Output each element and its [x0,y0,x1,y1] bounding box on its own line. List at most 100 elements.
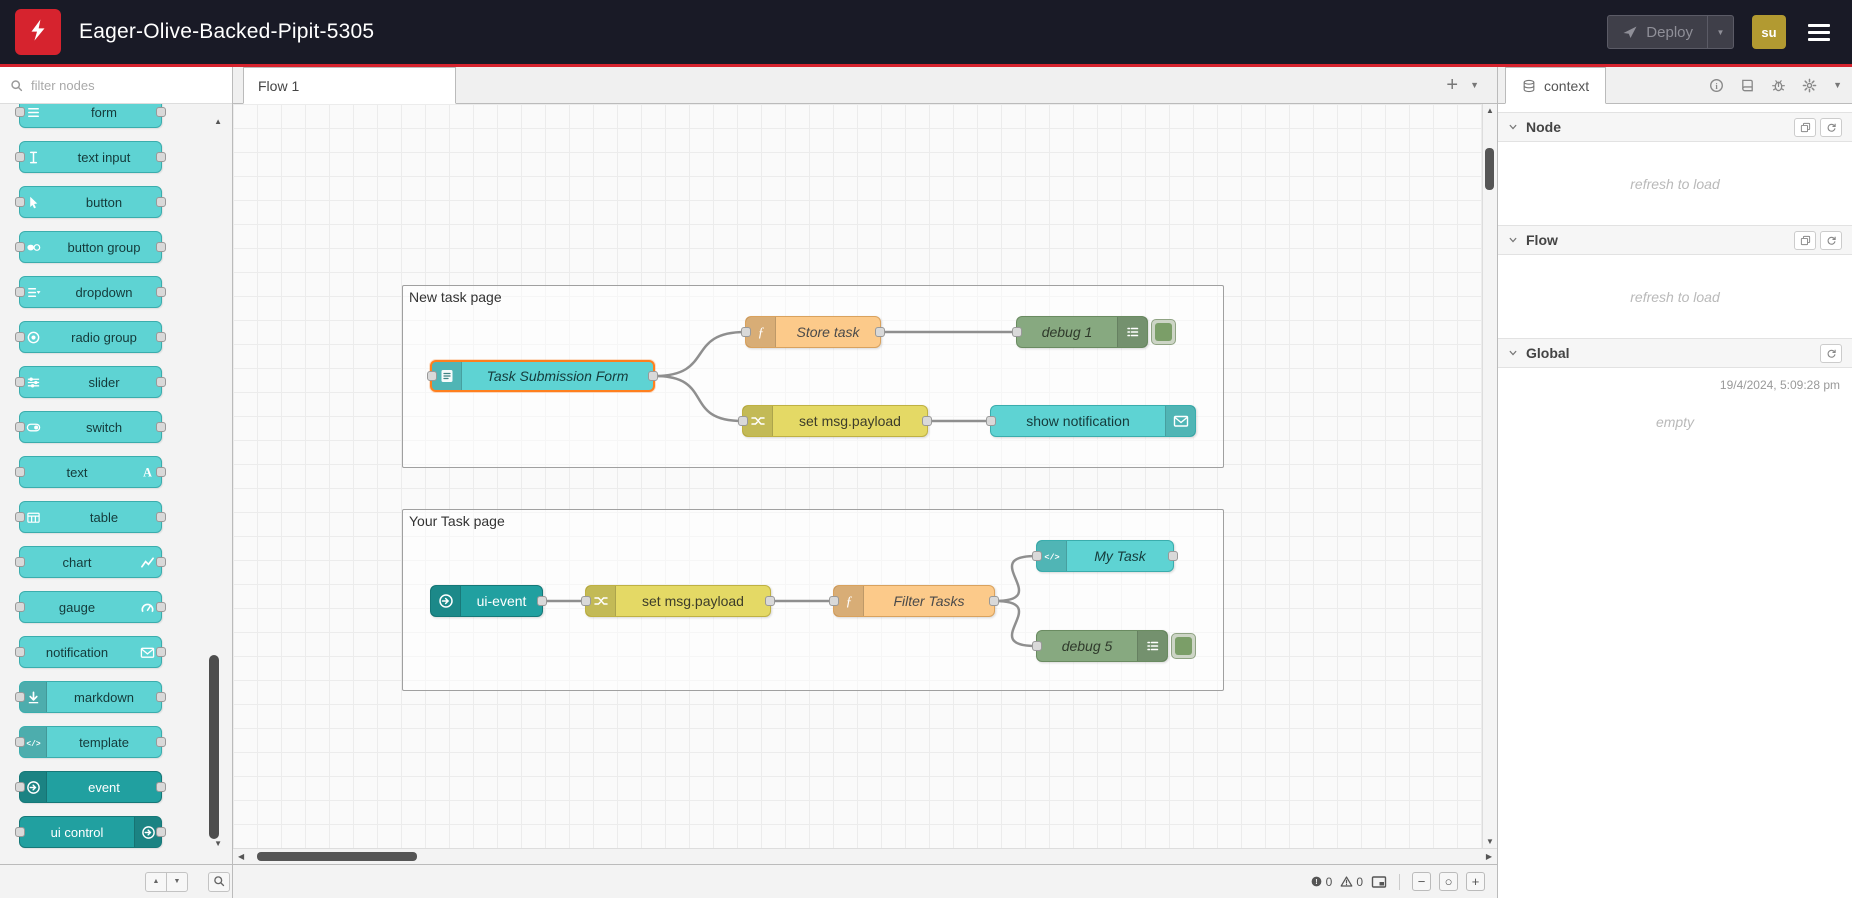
port-in[interactable] [581,596,591,606]
port-in[interactable] [738,416,748,426]
warning-count[interactable]: 0 [1340,875,1363,889]
port-in[interactable] [15,332,25,342]
port-out[interactable] [765,596,775,606]
port-out[interactable] [156,557,166,567]
search-flows-button[interactable] [208,871,230,892]
palette-node-dropdown[interactable]: dropdown [15,276,166,308]
node-context-refresh-button[interactable] [1820,117,1842,137]
port-in[interactable] [15,107,25,117]
palette-node-notification[interactable]: notification [15,636,166,668]
palette-node-button[interactable]: button [15,186,166,218]
zoom-in-button[interactable]: + [1466,872,1485,891]
palette-node-form[interactable]: form [15,104,166,128]
port-out[interactable] [156,782,166,792]
section-header-flow[interactable]: Flow [1498,225,1852,255]
port-out[interactable] [156,647,166,657]
port-out[interactable] [156,377,166,387]
wire[interactable] [653,374,744,423]
port-in[interactable] [829,596,839,606]
chevron-down-icon[interactable] [1508,235,1518,245]
port-in[interactable] [1032,551,1042,561]
port-in[interactable] [15,467,25,477]
wire[interactable] [993,599,1038,648]
port-out[interactable] [156,242,166,252]
global-context-refresh-button[interactable] [1820,343,1842,363]
wire[interactable] [993,554,1038,603]
deploy-button[interactable]: Deploy ▼ [1607,15,1734,49]
chevron-down-icon[interactable] [1508,122,1518,132]
scroll-right-icon[interactable]: ▶ [1485,852,1492,861]
port-out[interactable] [156,827,166,837]
section-header-global[interactable]: Global [1498,338,1852,368]
port-in[interactable] [15,782,25,792]
flow-node-ui-event[interactable]: ui-event [430,585,547,617]
scroll-down-icon[interactable]: ▼ [1486,837,1494,846]
flow-list-caret[interactable]: ▼ [1470,80,1479,90]
config-tab-icon[interactable] [1802,78,1817,93]
palette-filter-input[interactable] [31,77,181,93]
palette-node-event[interactable]: event [15,771,166,803]
palette-scrollbar-thumb[interactable] [209,655,219,839]
port-out[interactable] [156,737,166,747]
navigator-toggle-button[interactable] [1371,874,1387,890]
debug-toggle-button[interactable] [1151,319,1176,345]
port-out[interactable] [875,327,885,337]
palette-node-chart[interactable]: chart [15,546,166,578]
port-in[interactable] [15,602,25,612]
port-out[interactable] [156,332,166,342]
main-menu-button[interactable] [1804,20,1834,45]
port-out[interactable] [989,596,999,606]
port-out[interactable] [156,197,166,207]
palette-node-slider[interactable]: slider [15,366,166,398]
chevron-down-icon[interactable] [1508,348,1518,358]
port-in[interactable] [15,512,25,522]
palette-scroll-down-icon[interactable]: ▼ [214,839,222,848]
port-in[interactable] [1032,641,1042,651]
section-header-node[interactable]: Node [1498,112,1852,142]
port-in[interactable] [15,422,25,432]
port-out[interactable] [156,692,166,702]
port-in[interactable] [986,416,996,426]
palette-collapse-all-button[interactable]: ▲ [145,871,167,892]
flow-node-debug-1[interactable]: debug 1 [1012,316,1176,348]
port-in[interactable] [15,647,25,657]
palette-node-markdown[interactable]: markdown [15,681,166,713]
palette-node-button-group[interactable]: button group [15,231,166,263]
wire[interactable] [653,330,747,378]
node-context-copy-button[interactable] [1794,117,1816,137]
port-in[interactable] [15,557,25,567]
palette-node-gauge[interactable]: gauge [15,591,166,623]
port-out[interactable] [648,371,658,381]
palette-search[interactable] [0,67,232,104]
help-tab-icon[interactable] [1740,78,1755,93]
tab-context[interactable]: context [1505,67,1607,104]
flow-node-debug-5[interactable]: debug 5 [1032,630,1196,662]
port-out[interactable] [156,467,166,477]
zoom-out-button[interactable]: − [1412,872,1431,891]
port-in[interactable] [15,152,25,162]
user-avatar[interactable]: su [1752,15,1786,49]
canvas-vertical-scrollbar[interactable]: ▲ ▼ [1482,104,1497,848]
palette-expand-all-button[interactable]: ▼ [166,871,188,892]
palette-scroll-up-icon[interactable]: ▲ [214,117,222,126]
palette-node-radio-group[interactable]: radio group [15,321,166,353]
flow-context-refresh-button[interactable] [1820,230,1842,250]
deploy-options-caret[interactable]: ▼ [1707,16,1733,48]
port-out[interactable] [1168,551,1178,561]
flow-node-set-msg-payload[interactable]: set msg.payload [581,585,775,617]
port-out[interactable] [922,416,932,426]
horizontal-scrollbar-thumb[interactable] [257,852,417,861]
port-out[interactable] [156,602,166,612]
port-in[interactable] [15,692,25,702]
palette-node-text-input[interactable]: text input [15,141,166,173]
port-in[interactable] [15,827,25,837]
zoom-reset-button[interactable]: ○ [1439,872,1458,891]
port-out[interactable] [156,152,166,162]
port-out[interactable] [156,422,166,432]
debug-toggle-button[interactable] [1171,633,1196,659]
info-tab-icon[interactable]: i [1709,78,1724,93]
